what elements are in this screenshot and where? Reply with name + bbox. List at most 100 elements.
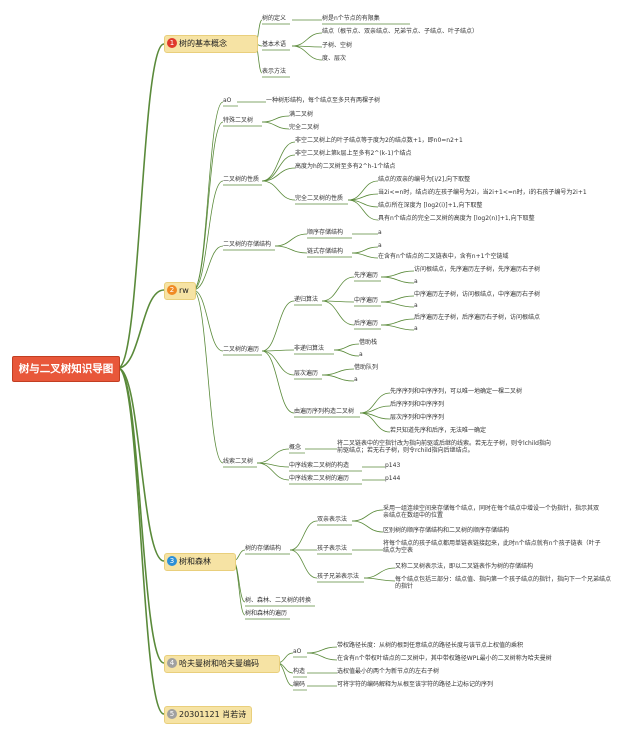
node-tree-definition-detail[interactable]: 树是n个节点的有限集 xyxy=(322,15,380,22)
connector-line xyxy=(261,350,295,376)
node-postorder-a[interactable]: a xyxy=(414,325,418,332)
connector-line xyxy=(363,577,396,582)
node-inorder-a[interactable]: a xyxy=(414,302,418,309)
node-threaded-build-page[interactable]: p143 xyxy=(385,462,401,469)
connector-line xyxy=(306,646,338,654)
node-parent-representation[interactable]: 双亲表示法 xyxy=(317,516,348,523)
connector-line xyxy=(359,412,391,433)
node-inorder-detail[interactable]: 中序遍历左子树，访问根结点，中序遍历右子树 xyxy=(414,291,541,298)
node-preorder-detail[interactable]: 访问根结点，先序遍历左子树，先序遍历右子树 xyxy=(414,266,541,273)
node-binary-tree-properties[interactable]: 二叉树的性质 xyxy=(223,176,260,183)
node-preorder[interactable]: 先序遍历 xyxy=(354,272,379,279)
node-complete-prop-2[interactable]: 当2i<=n时，结点i的左孩子编号为2i，当2i+1<=n时，i的右孩子编号为2… xyxy=(378,189,587,196)
branch-label: 树和森林 xyxy=(179,557,211,566)
node-huffman-encoding[interactable]: 编码 xyxy=(293,681,306,688)
node-child-representation[interactable]: 孩子表示法 xyxy=(317,545,348,552)
node-child-detail[interactable]: 将每个结点的孩子结点都用单链表链接起来，此时n个结点就有n个孩子链表（叶子结点为… xyxy=(383,540,601,554)
node-postorder-detail[interactable]: 后序遍历左子树，后序遍历右子树，访问根结点 xyxy=(414,314,541,321)
node-recursive[interactable]: 递归算法 xyxy=(294,296,319,303)
node-traversal[interactable]: 二叉树的遍历 xyxy=(223,346,260,353)
node-property-3[interactable]: 高度为h的二叉树至多有2^h-1个结点 xyxy=(295,163,396,170)
node-a0-detail[interactable]: 一种树形结构，每个结点至多只有两棵子树 xyxy=(266,97,381,104)
node-level-order[interactable]: 层次遍历 xyxy=(294,370,319,377)
node-threaded-concept-detail[interactable]: 将二叉链表中的空指针改为指向前驱或后继的线索。若无左子树，则令lchild指向前… xyxy=(337,440,551,454)
node-complete-prop-4[interactable]: 具有n个结点的完全二叉树的高度为 [log2(n)]+1,向下取整 xyxy=(378,215,535,222)
node-construct-2[interactable]: 后序序列和中序序列 xyxy=(390,401,445,408)
root-node[interactable]: 树与二叉树知识导图 xyxy=(12,356,120,382)
node-construct-1[interactable]: 先序序列和中序序列，可以唯一地确定一棵二叉树 xyxy=(390,388,523,395)
node-complete-prop-3[interactable]: 结点i所在深度为 [log2(i)]+1,向下取整 xyxy=(378,202,483,209)
node-property-1[interactable]: 非空二叉树上的叶子结点等于度为2的结点数+1，即n0=n2+1 xyxy=(295,137,463,144)
number-badge: 4 xyxy=(167,658,177,668)
number-badge: 5 xyxy=(167,709,177,719)
connector-line xyxy=(274,233,308,247)
node-threaded-traverse[interactable]: 中序线索二叉树的遍历 xyxy=(289,475,350,482)
node-parent-detail-2[interactable]: 区别树的顺序存储结构和二叉树的顺序存储结构 xyxy=(383,527,510,534)
node-huffman-definition[interactable]: 在含有n个带权叶结点的二叉树中，其中带权路径WPL最小的二叉树称为哈夫曼树 xyxy=(337,655,552,662)
node-inorder[interactable]: 中序遍历 xyxy=(354,297,379,304)
connector-line xyxy=(321,374,355,382)
node-complete-prop-1[interactable]: 结点的双亲的编号为[i/2],向下取整 xyxy=(378,176,471,183)
node-basic-terms-nodes[interactable]: 结点（根节点、双亲结点、兄弟节点、子结点、叶子结点） xyxy=(322,28,479,35)
node-full-binary-tree[interactable]: 满二叉树 xyxy=(289,111,314,118)
node-linked-storage[interactable]: 链式存储结构 xyxy=(307,248,344,255)
connector-line xyxy=(380,318,415,326)
node-postorder[interactable]: 后序遍历 xyxy=(354,320,379,327)
connector-line xyxy=(306,652,338,661)
node-a0[interactable]: aO xyxy=(223,97,232,104)
connector-line xyxy=(380,276,415,284)
node-basic-terms-subtree[interactable]: 子树、空树 xyxy=(322,42,353,49)
node-threaded-tree[interactable]: 线索二叉树 xyxy=(223,458,254,465)
node-sequential-storage-a[interactable]: a xyxy=(378,229,382,236)
node-nonrecursive-stack[interactable]: 借助栈 xyxy=(359,339,378,346)
node-storage-structure[interactable]: 二叉树的存储结构 xyxy=(223,241,272,248)
node-tree-forest-conversion[interactable]: 树、森林、二叉树的转换 xyxy=(245,597,312,604)
node-construct-tree[interactable]: 由遍历序列构造二叉树 xyxy=(294,408,355,415)
node-nonrecursive-a[interactable]: a xyxy=(359,351,363,358)
connector-line xyxy=(321,368,355,376)
node-preorder-a[interactable]: a xyxy=(414,278,418,285)
node-special-binary-tree[interactable]: 特殊二叉树 xyxy=(223,117,254,124)
node-sequential-storage[interactable]: 顺序存储结构 xyxy=(307,229,344,236)
node-weighted-path-length[interactable]: 带权路径长度：从树的根到任意结点的路径长度与该节点上权值的乘积 xyxy=(337,642,524,649)
node-tree-forest-traversal[interactable]: 树和森林的遍历 xyxy=(245,610,288,617)
node-level-order-queue[interactable]: 借助队列 xyxy=(354,364,379,371)
branch-label: rw xyxy=(179,286,189,295)
number-badge: 1 xyxy=(167,38,177,48)
node-child-sibling-detail-2[interactable]: 每个结点包括三部分：结点值、指向第一个孩子结点的指针，指向下一个兄弟结点的指针 xyxy=(395,576,612,590)
node-construct-4[interactable]: 若只知道先序和后序，无法唯一确定 xyxy=(390,427,487,434)
node-threaded-build[interactable]: 中序线索二叉树的构造 xyxy=(289,462,350,469)
node-linked-storage-a[interactable]: a xyxy=(378,242,382,249)
connector-line xyxy=(261,300,295,352)
node-threaded-traverse-page[interactable]: p144 xyxy=(385,475,401,482)
node-complete-binary-tree[interactable]: 完全二叉树 xyxy=(289,124,320,131)
node-level-order-a[interactable]: a xyxy=(354,376,358,383)
node-complete-tree-properties[interactable]: 完全二叉树的性质 xyxy=(295,195,344,202)
node-representation[interactable]: 表示方法 xyxy=(262,68,287,75)
node-child-sibling-representation[interactable]: 孩子兄弟表示法 xyxy=(317,573,360,580)
node-huffman-construct[interactable]: 构造 xyxy=(293,668,306,675)
node-threaded-concept[interactable]: 概念 xyxy=(289,444,302,451)
node-nonrecursive[interactable]: 非递归算法 xyxy=(294,345,325,352)
connector-line xyxy=(261,167,296,182)
node-huffman-a0[interactable]: aO xyxy=(293,648,302,655)
node-huffman-construct-detail[interactable]: 选权值最小的两个为新节点的左右子树 xyxy=(337,668,440,675)
node-basic-terms-degree[interactable]: 度、层次 xyxy=(322,55,347,62)
node-linked-storage-null[interactable]: 在含有n个结点的二叉链表中，含有n+1个空链域 xyxy=(378,253,509,260)
node-tree-storage[interactable]: 树的存储结构 xyxy=(245,545,282,552)
node-tree-definition[interactable]: 树的定义 xyxy=(262,15,287,22)
connector-line xyxy=(261,141,296,182)
node-construct-3[interactable]: 层次序列和中序序列 xyxy=(390,414,445,421)
node-child-sibling-detail-1[interactable]: 又称二叉树表示法，即以二叉链表作为树的存储结构 xyxy=(395,563,534,570)
node-basic-terms[interactable]: 基本术语 xyxy=(262,41,287,48)
number-badge: 3 xyxy=(167,556,177,566)
node-huffman-encoding-detail[interactable]: 可将字符的编码解释为从根至该字符的路径上边标记的序列 xyxy=(337,681,494,688)
node-property-2[interactable]: 非空二叉树上第k层上至多有2^(k-1)个结点 xyxy=(295,150,412,157)
node-parent-detail-1[interactable]: 采用一组连续空间来存储每个结点，同时在每个结点中增设一个伪指针，指示其双亲结点在… xyxy=(383,505,600,519)
